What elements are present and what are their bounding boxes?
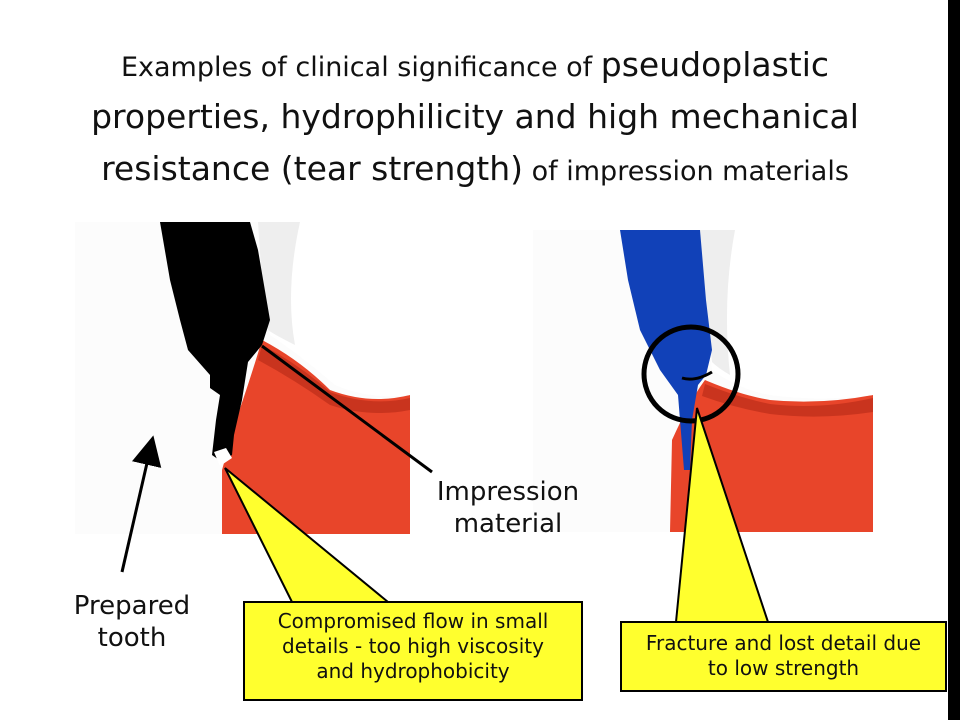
right-callout: Fracture and lost detail due to low stre… <box>620 621 947 692</box>
prepared-tooth-arrow <box>120 435 162 573</box>
left-impression-material <box>160 222 270 462</box>
title-part-3: of <box>523 156 567 187</box>
left-tooth-crown <box>258 222 410 397</box>
right-impression-material <box>620 230 712 470</box>
left-callout-line1: Compromised flow in small <box>277 609 549 633</box>
right-callout-line2: to low strength <box>707 656 860 680</box>
prepared-tooth-label-line2: tooth <box>97 623 167 653</box>
right-material-fracture <box>681 370 713 381</box>
left-callout-line3: and hydrophobicity <box>316 659 510 683</box>
title-part-4: impression materials <box>566 156 849 187</box>
left-material-void <box>214 448 232 466</box>
right-callout-tail <box>674 407 770 623</box>
left-callout-line2: details - too high viscosity <box>282 634 544 658</box>
impression-material-label: Impression material <box>418 476 598 540</box>
left-callout: Compromised flow in small details - too … <box>243 601 583 701</box>
prepared-tooth-label: Prepared tooth <box>52 590 212 654</box>
left-gum <box>222 340 410 534</box>
slide-title: Examples of clinical significance of pse… <box>30 42 920 198</box>
right-tooth-crown-shade <box>700 230 735 375</box>
right-callout-line1: Fracture and lost detail due <box>645 631 922 655</box>
title-part-1: Examples of clinical significance of <box>120 52 601 83</box>
impression-material-label-line2: material <box>453 509 563 539</box>
prepared-tooth-label-line1: Prepared <box>73 591 191 621</box>
title-part-2: pseudoplastic properties, hydrophilicity… <box>91 45 859 188</box>
right-gum-shade <box>702 384 873 417</box>
right-fracture-circle <box>641 324 741 424</box>
left-callout-tail <box>224 467 391 603</box>
right-tooth-crown <box>700 230 873 399</box>
impression-material-label-line1: Impression <box>436 477 580 507</box>
impression-material-pointer <box>261 344 433 474</box>
slide-edge-bar <box>948 0 960 720</box>
